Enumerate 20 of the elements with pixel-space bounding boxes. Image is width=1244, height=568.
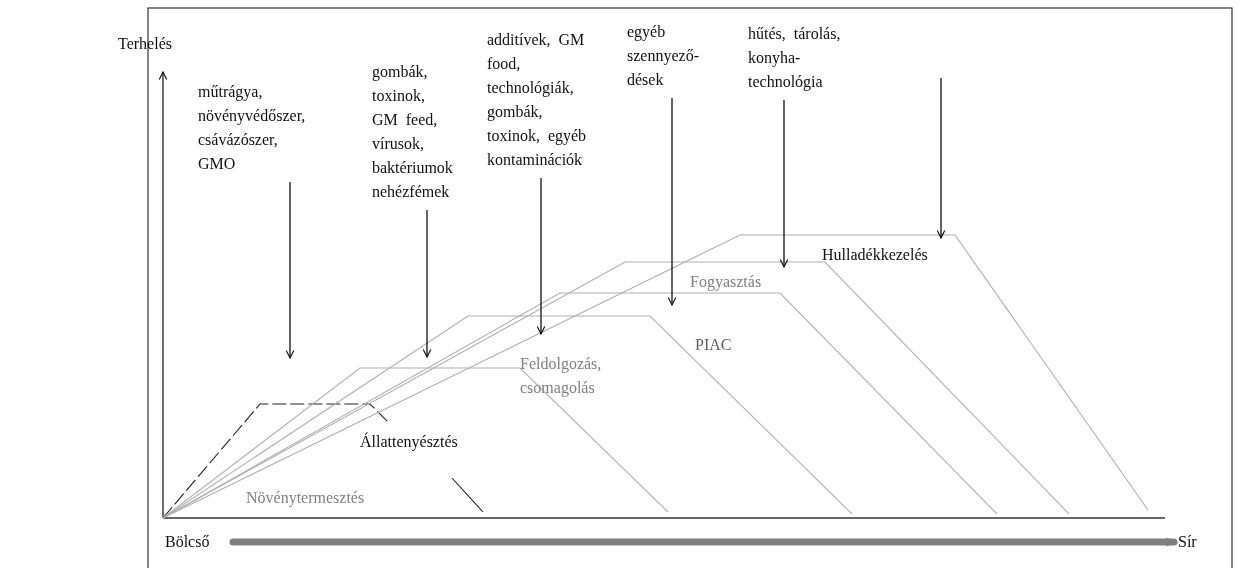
stage-label: PIAC — [695, 335, 732, 355]
arrow — [667, 97, 677, 306]
stage-label: Növénytermesztés — [246, 488, 365, 509]
hazard-list: gombák, toxinok, GM feed, vírusok, baktériumok nehézfémek — [372, 60, 456, 204]
arrow — [285, 181, 295, 359]
axis-label: Terhelés — [118, 34, 172, 54]
axis-end-label: Bölcső — [165, 530, 225, 554]
stage-label: Feldolgozás, csomagolás — [520, 354, 603, 399]
timeline-arrow — [229, 537, 1178, 547]
arrow — [422, 209, 432, 358]
hazard-list: műtrágya, növényvédőszer, csávázószer, GMO — [198, 80, 310, 176]
stage-label: Fogyasztás — [690, 272, 762, 293]
axis-end-label: Sír — [1178, 530, 1218, 554]
arrow — [536, 177, 546, 335]
stage-label: Hulladékkezelés — [822, 245, 928, 265]
hazard-list: additívek, GM food, technológiák, gombák, toxinok, egyéb kontaminációk — [487, 28, 587, 172]
stage-label: Állattenyésztés — [360, 431, 458, 453]
hazard-list: hűtés, tárolás, konyha- technológia — [748, 22, 848, 94]
arrow — [779, 99, 789, 268]
hazard-list: egyéb szennyező- dések — [627, 20, 727, 92]
